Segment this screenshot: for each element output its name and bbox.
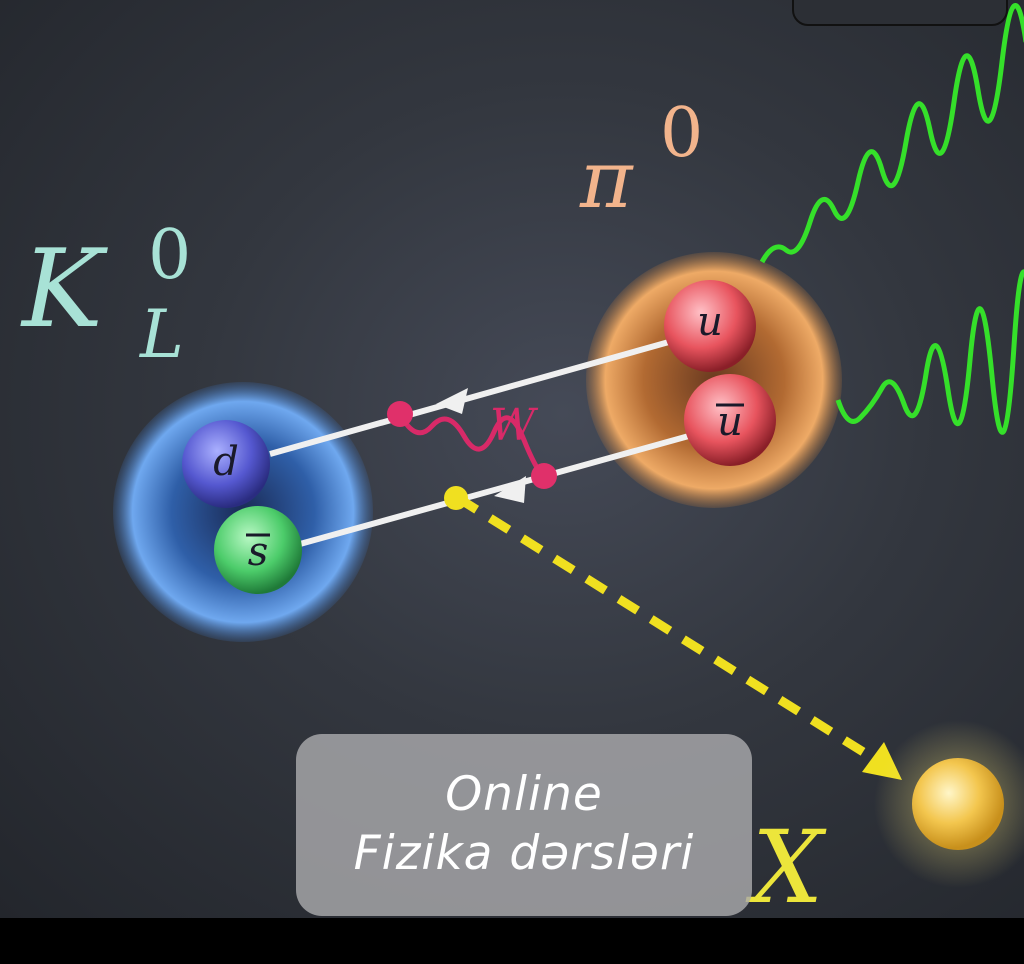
w-boson-line: [397, 412, 551, 483]
vertex-x: [444, 486, 468, 510]
quark-u-label: u: [697, 299, 723, 345]
kaon-superscript: 0: [148, 216, 192, 295]
arrow-lower: [494, 476, 526, 503]
pion-label: π: [580, 133, 633, 226]
dashed-path: [455, 494, 879, 764]
quark-s-bar-label: s: [247, 529, 269, 575]
quark-d-label: d: [213, 439, 239, 485]
vertex-upper: [387, 401, 413, 427]
quark-line-lower: [299, 431, 697, 547]
quark-s-bar: [214, 506, 302, 594]
watermark-banner: Online Fizika dərsləri: [296, 734, 752, 916]
vertex-lower: [531, 463, 557, 489]
photon-line-lower: [835, 269, 1024, 435]
kaon-subscript: L: [140, 296, 184, 373]
quark-u-bar-label: u: [717, 399, 743, 445]
quark-u: [664, 280, 756, 372]
pion-superscript: 0: [660, 94, 704, 173]
diagram-canvas: K 0 L π 0 X W d s u u Online Fizika dərs…: [0, 0, 1024, 918]
arrow-upper: [436, 388, 468, 414]
watermark-line-2: Fizika dərsləri: [353, 826, 695, 881]
kaon-label: K: [22, 227, 103, 352]
corner-overlay: [792, 0, 1008, 26]
diagram-svg: [113, 3, 1024, 888]
watermark-line-1: Online: [445, 767, 603, 823]
w-boson-label: W: [490, 400, 536, 451]
quark-u-bar: [684, 374, 776, 466]
x-particle-ball: [912, 758, 1004, 850]
quark-d: [182, 420, 270, 508]
quark-line-upper: [269, 337, 677, 457]
photon-line-upper: [759, 3, 1024, 264]
x-particle-label: X: [752, 809, 824, 918]
